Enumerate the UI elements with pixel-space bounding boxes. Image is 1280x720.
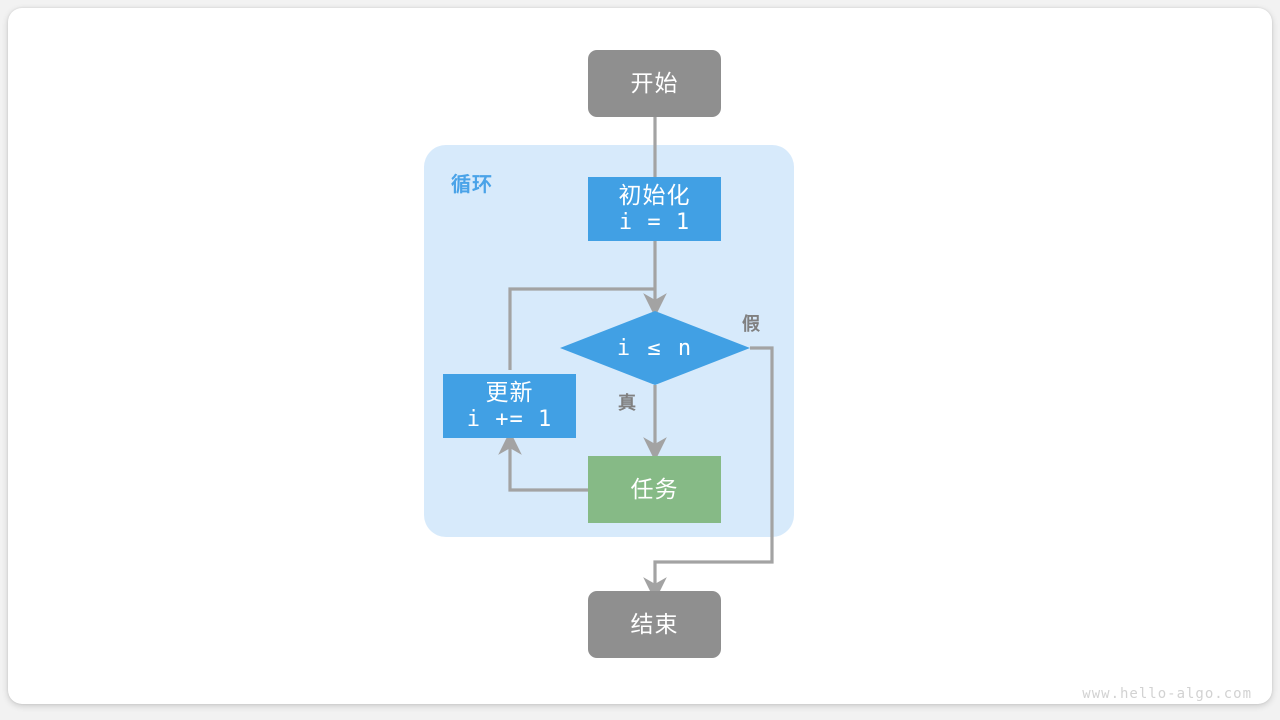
- edge-decision-to-end: [643, 346, 774, 602]
- node-task-label: 任务: [630, 475, 679, 502]
- node-end-label: 结束: [630, 610, 679, 637]
- node-task[interactable]: 任务: [588, 456, 721, 523]
- decision-diamond-shape: [560, 311, 750, 385]
- node-start[interactable]: 开始: [588, 50, 721, 117]
- edge-label-true: 真: [618, 393, 636, 413]
- node-update-label: 更新: [485, 379, 534, 406]
- node-decision-label: i ≤ n: [616, 335, 694, 361]
- node-update-code: i += 1: [466, 406, 553, 432]
- watermark: www.hello-algo.com: [1082, 686, 1252, 702]
- edge-task-to-update: [498, 430, 588, 492]
- loop-container-label: 循环: [451, 174, 493, 196]
- node-init[interactable]: 初始化 i = 1: [588, 177, 721, 241]
- node-start-label: 开始: [630, 69, 679, 96]
- edge-update-to-decision: [508, 287, 655, 370]
- edge-label-false: 假: [742, 314, 760, 334]
- node-end[interactable]: 结束: [588, 591, 721, 658]
- node-decision[interactable]: i ≤ n: [560, 311, 750, 385]
- node-init-code: i = 1: [618, 209, 691, 235]
- node-init-label: 初始化: [618, 182, 691, 209]
- node-update[interactable]: 更新 i += 1: [443, 374, 576, 438]
